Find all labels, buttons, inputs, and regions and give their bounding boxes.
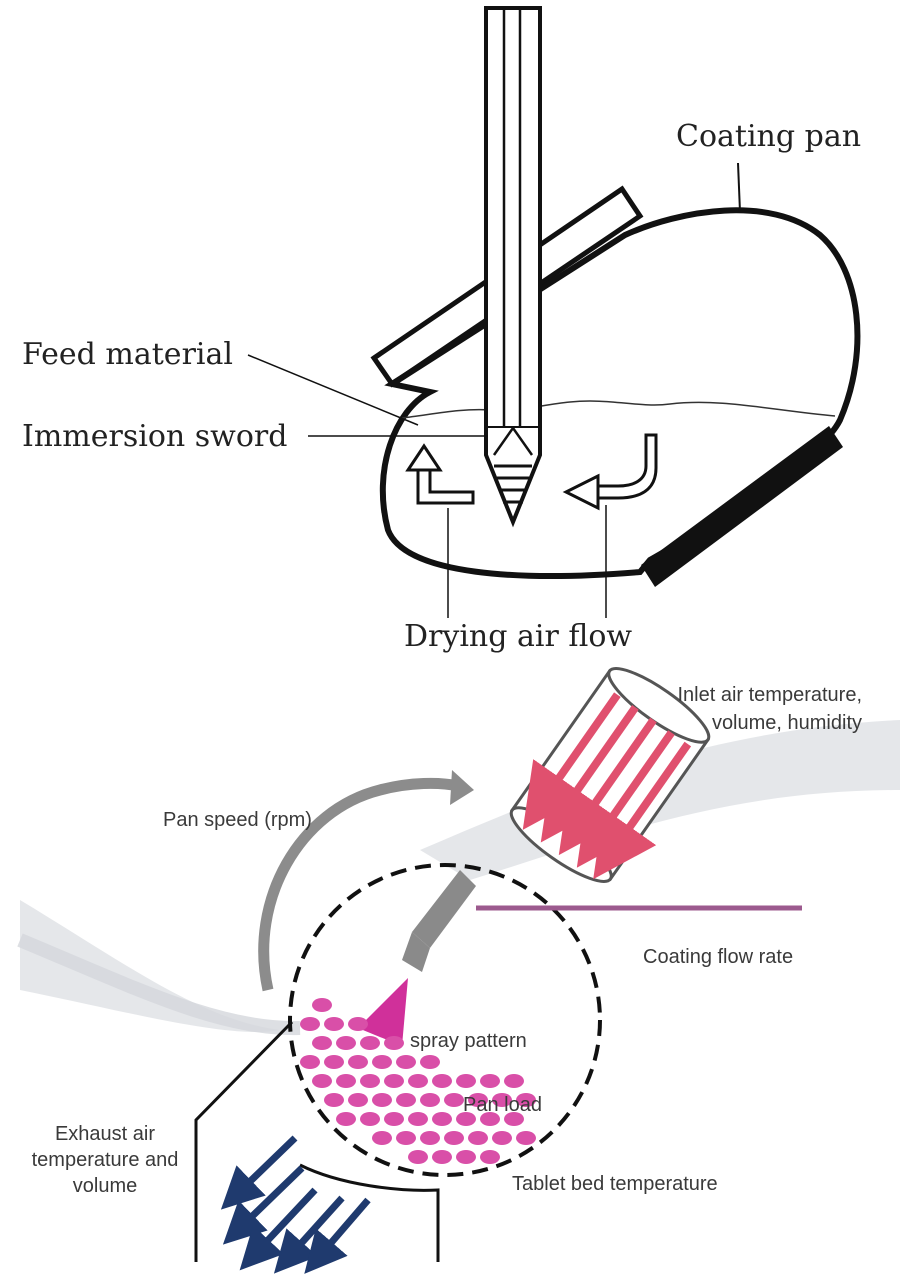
tablet [492, 1131, 512, 1145]
spray-pattern-label: spray pattern [410, 1030, 527, 1052]
top-diagram: Coating pan Feed material Immersion swor… [22, 6, 861, 654]
coating-pan-drum [288, 863, 602, 1177]
tablet [492, 1093, 512, 1107]
tablet [480, 1150, 500, 1164]
feed-material-surface [401, 400, 836, 419]
tablet [336, 1036, 356, 1050]
tablet [360, 1036, 380, 1050]
tablet [348, 1055, 368, 1069]
tablet [372, 1093, 392, 1107]
tablet [480, 1112, 500, 1126]
tablet [456, 1112, 476, 1126]
bottom-diagram: Inlet air temperature, volume, humidity … [17, 667, 900, 1274]
inlet-air-duct [509, 667, 711, 883]
tablet [384, 1074, 404, 1088]
tablet [432, 1150, 452, 1164]
exhaust-duct [641, 426, 843, 587]
exhaust-air-label-line3: volume [73, 1175, 137, 1197]
tablet-bed [300, 998, 536, 1164]
tablet-bed-temperature-label: Tablet bed temperature [512, 1173, 718, 1195]
tablet [324, 1017, 344, 1031]
air-arrow-right-icon [562, 433, 658, 511]
exhaust-air-arrows [220, 1135, 371, 1274]
tablet [348, 1093, 368, 1107]
tablet [408, 1112, 428, 1126]
tablet [348, 1017, 368, 1031]
coating-flow-rate-label: Coating flow rate [643, 946, 793, 968]
tablet [468, 1131, 488, 1145]
coating-pan-leader [737, 162, 741, 213]
tablet [420, 1131, 440, 1145]
tablet [396, 1055, 416, 1069]
tablet [456, 1150, 476, 1164]
tablet [312, 1036, 332, 1050]
tablet [360, 1112, 380, 1126]
drying-air-flow-label: Drying air flow [404, 619, 632, 654]
tablet [300, 1017, 320, 1031]
coating-pan-label: Coating pan [676, 119, 861, 154]
tablet [300, 1055, 320, 1069]
feed-material-leader [247, 354, 419, 426]
tablet [384, 1036, 404, 1050]
tablet [444, 1093, 464, 1107]
tablet [444, 1131, 464, 1145]
tablet [420, 1093, 440, 1107]
tablet [336, 1074, 356, 1088]
tablet [516, 1093, 536, 1107]
tablet [516, 1131, 536, 1145]
tablet [336, 1112, 356, 1126]
tablet [396, 1093, 416, 1107]
tablet [468, 1093, 488, 1107]
tablet [432, 1074, 452, 1088]
tablet [480, 1074, 500, 1088]
exhaust-air-label-line1: Exhaust air [55, 1123, 155, 1145]
spray-cone [358, 978, 408, 1046]
coating-pan-body [379, 207, 861, 579]
tablet [324, 1055, 344, 1069]
tablet [372, 1131, 392, 1145]
inlet-air-label-line2: volume, humidity [712, 712, 862, 734]
pan-speed-label: Pan speed (rpm) [163, 809, 312, 831]
tablet [312, 1074, 332, 1088]
tablet [432, 1112, 452, 1126]
tablet [420, 1055, 440, 1069]
tablet [504, 1112, 524, 1126]
tablet [372, 1055, 392, 1069]
pan-speed-arrow-icon [258, 770, 474, 992]
tablet [384, 1112, 404, 1126]
tablet [324, 1093, 344, 1107]
immersion-sword [484, 6, 542, 528]
tablet [312, 998, 332, 1012]
tablet [408, 1150, 428, 1164]
air-arrow-left-icon [405, 443, 475, 505]
exhaust-duct-outline [194, 1020, 440, 1262]
tablet [360, 1074, 380, 1088]
immersion-sword-label: Immersion sword [22, 419, 287, 454]
exhaust-air-label-line2: temperature and [32, 1149, 179, 1171]
inlet-air-label-line1: Inlet air temperature, [677, 684, 862, 706]
tablet [408, 1074, 428, 1088]
pan-load-label: Pan load [463, 1094, 542, 1116]
background-swoosh-lower [20, 900, 280, 1032]
tablet [504, 1074, 524, 1088]
tablet [456, 1074, 476, 1088]
tablet [396, 1131, 416, 1145]
spray-nozzle [402, 870, 476, 972]
feed-material-label: Feed material [22, 337, 233, 372]
